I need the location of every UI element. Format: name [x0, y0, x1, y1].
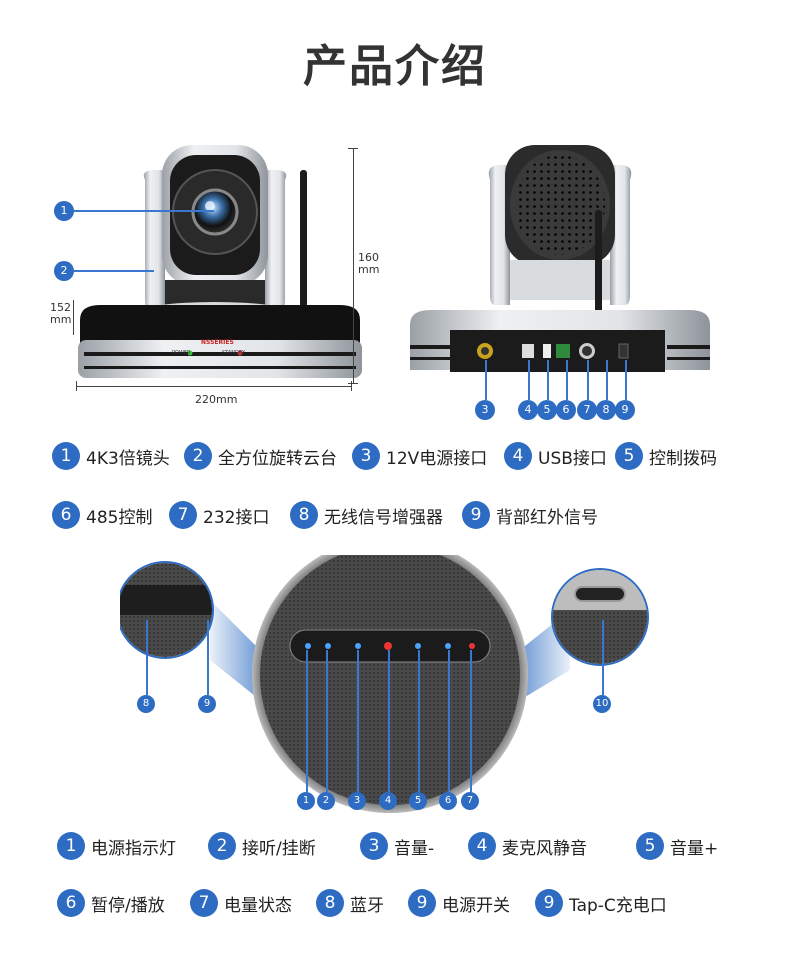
- front-callout-1: 1: [54, 201, 74, 221]
- speaker-legend-item: 9 Tap-C充电口: [535, 889, 667, 917]
- camera-legend-item: 3 12V电源接口: [352, 442, 487, 470]
- button-callout-4: 4: [379, 792, 397, 810]
- speaker-legend-item: 1 电源指示灯: [57, 832, 176, 860]
- camera-legend-item: 8 无线信号增强器: [290, 501, 443, 529]
- page-title: 产品介绍: [303, 41, 487, 92]
- back-callout-9-line: [625, 360, 627, 400]
- brand-text: NSSERIES: [201, 339, 234, 346]
- camera-legend-item: 1 4K3倍镜头: [52, 442, 170, 470]
- camera-legend-item: 4 USB接口: [504, 442, 607, 470]
- speaker-legend-item: 2 接听/挂断: [208, 832, 316, 860]
- width-tick-right: [351, 381, 352, 391]
- button-callout-1: 1: [297, 792, 315, 810]
- camera-legend-item: 2 全方位旋转云台: [184, 442, 337, 470]
- speaker-illustration: [116, 537, 670, 815]
- back-callout-6-line: [566, 360, 568, 400]
- button-callout-4-line: [388, 650, 390, 792]
- speaker-legend-item: 3 音量-: [360, 832, 434, 860]
- depth-dimension-label: 152 mm: [50, 301, 72, 326]
- speaker-legend-item: 6 暂停/播放: [57, 889, 165, 917]
- button-callout-2-line: [326, 650, 328, 792]
- button-callout-3-line: [357, 650, 359, 792]
- standby-label: STANDBY: [222, 350, 246, 356]
- button-callout-5-line: [418, 650, 420, 792]
- camera-legend-item: 6 485控制: [52, 501, 152, 529]
- back-callout-5-line: [547, 360, 549, 400]
- button-callout-1-line: [306, 650, 308, 792]
- camera-legend-item: 7 232接口: [169, 501, 269, 529]
- speaker-legend-item: 5 音量+: [636, 832, 718, 860]
- back-callout-8-line: [606, 360, 608, 400]
- front-callout-2: 2: [54, 261, 74, 281]
- camera-back-svg: [410, 145, 710, 372]
- speaker-legend-item: 4 麦克风静音: [468, 832, 587, 860]
- button-callout-7: 7: [461, 792, 479, 810]
- button-callout-2: 2: [317, 792, 335, 810]
- front-callout-2-line: [74, 270, 154, 272]
- height-tick-top: [348, 148, 358, 149]
- speaker-svg: [116, 537, 649, 813]
- button-callout-6: 6: [439, 792, 457, 810]
- height-tick-bottom: [348, 383, 358, 384]
- speaker-legend-item: 9 电源开关: [408, 889, 510, 917]
- zoom-callout-10-line: [602, 620, 604, 695]
- width-tick-left: [76, 381, 77, 391]
- camera-legend-item: 5 控制拨码: [615, 442, 717, 470]
- depth-dimension-line: [73, 300, 74, 335]
- width-dimension-label: 220mm: [195, 393, 238, 406]
- button-callout-3: 3: [348, 792, 366, 810]
- zoom-callout-8: 8: [137, 695, 155, 713]
- back-callout-6: 6: [556, 400, 576, 420]
- back-callout-3: 3: [475, 400, 495, 420]
- width-dimension-line: [76, 386, 352, 387]
- camera-back-illustration: [405, 140, 715, 380]
- camera-legend-item: 9 背部红外信号: [462, 501, 598, 529]
- back-callout-4-line: [528, 360, 530, 400]
- back-callout-3-line: [485, 360, 487, 400]
- back-callout-7: 7: [577, 400, 597, 420]
- speaker-legend-item: 8 蓝牙: [316, 889, 384, 917]
- back-callout-4: 4: [518, 400, 538, 420]
- camera-front-svg: [78, 145, 362, 378]
- back-callout-5: 5: [537, 400, 557, 420]
- button-callout-6-line: [448, 650, 450, 792]
- speaker-legend-item: 7 电量状态: [190, 889, 292, 917]
- button-callout-7-line: [470, 650, 472, 792]
- zoom-callout-9: 9: [198, 695, 216, 713]
- height-dimension-line: [353, 148, 354, 383]
- camera-front-illustration: [70, 140, 370, 410]
- front-callout-1-line: [74, 210, 214, 212]
- power-label: POWER: [172, 350, 191, 356]
- zoom-callout-8-line: [146, 620, 148, 695]
- height-dimension-label: 160 mm: [358, 251, 380, 276]
- zoom-callout-9-line: [207, 620, 209, 695]
- back-callout-8: 8: [596, 400, 616, 420]
- back-callout-7-line: [587, 360, 589, 400]
- zoom-callout-10: 10: [593, 695, 611, 713]
- back-callout-9: 9: [615, 400, 635, 420]
- button-callout-5: 5: [409, 792, 427, 810]
